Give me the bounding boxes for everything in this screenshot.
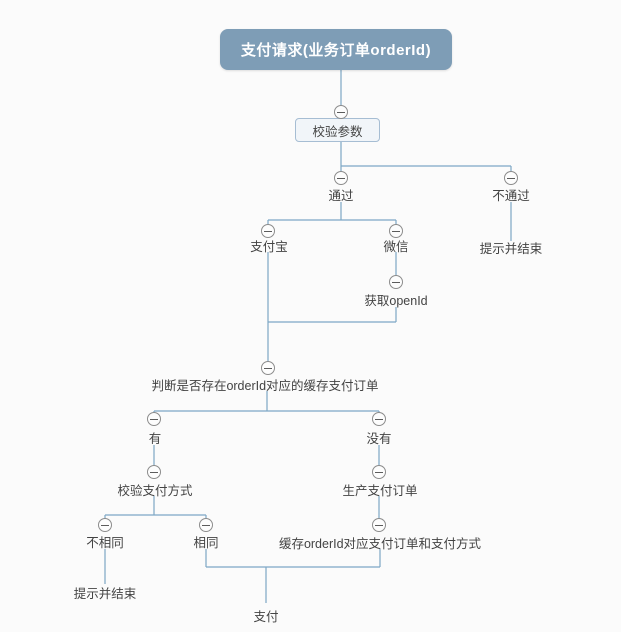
collapse-minus-icon[interactable]	[98, 518, 112, 532]
node-get-openid[interactable]: 获取openId	[364, 294, 428, 308]
collapse-minus-icon[interactable]	[261, 224, 275, 238]
collapse-minus-icon[interactable]	[334, 105, 348, 119]
node-cache-order[interactable]: 缓存orderId对应支付订单和支付方式	[278, 537, 482, 551]
collapse-minus-icon[interactable]	[389, 275, 403, 289]
edge-path	[104, 70, 512, 603]
node-verify-pay-method[interactable]: 校验支付方式	[117, 484, 193, 498]
node-fail-end[interactable]: 提示并结束	[479, 242, 543, 256]
collapse-minus-icon[interactable]	[372, 465, 386, 479]
collapse-minus-icon[interactable]	[147, 465, 161, 479]
node-wechat[interactable]: 微信	[383, 240, 409, 254]
node-has-not[interactable]: 没有	[366, 432, 392, 446]
node-not-same[interactable]: 不相同	[86, 536, 124, 550]
collapse-minus-icon[interactable]	[389, 224, 403, 238]
node-payment-request[interactable]: 支付请求(业务订单orderId)	[220, 29, 452, 70]
collapse-minus-icon[interactable]	[334, 171, 348, 185]
node-notify-end[interactable]: 提示并结束	[73, 587, 137, 601]
node-pass[interactable]: 通过	[328, 189, 354, 203]
node-same[interactable]: 相同	[193, 536, 219, 550]
node-alipay[interactable]: 支付宝	[250, 240, 288, 254]
collapse-minus-icon[interactable]	[147, 412, 161, 426]
node-check-cached-order[interactable]: 判断是否存在orderId对应的缓存支付订单	[151, 379, 379, 393]
collapse-minus-icon[interactable]	[261, 361, 275, 375]
collapse-minus-icon[interactable]	[372, 518, 386, 532]
node-fail[interactable]: 不通过	[492, 189, 530, 203]
node-has[interactable]: 有	[148, 432, 162, 446]
node-pay[interactable]: 支付	[253, 610, 279, 624]
collapse-minus-icon[interactable]	[504, 171, 518, 185]
collapse-minus-icon[interactable]	[372, 412, 386, 426]
node-create-pay-order[interactable]: 生产支付订单	[342, 484, 418, 498]
node-validate-params[interactable]: 校验参数	[295, 118, 380, 142]
collapse-minus-icon[interactable]	[199, 518, 213, 532]
